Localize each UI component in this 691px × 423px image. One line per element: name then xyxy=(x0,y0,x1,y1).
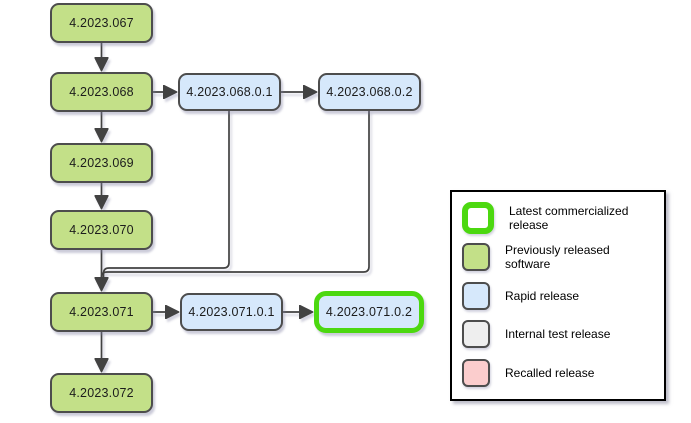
node-4-2023-068-0-1: 4.2023.068.0.1 xyxy=(178,73,281,111)
node-4-2023-071: 4.2023.071 xyxy=(50,292,153,332)
legend-item-latest-commercialized: Latest commercialized release xyxy=(462,202,654,234)
node-4-2023-071-0-2-latest: 4.2023.071.0.2 xyxy=(314,291,424,333)
legend-swatch-latest-commercialized xyxy=(462,202,494,234)
legend-swatch-recalled-release xyxy=(462,359,490,388)
node-4-2023-068: 4.2023.068 xyxy=(50,72,153,112)
legend-label-rapid-release: Rapid release xyxy=(505,288,580,303)
legend-item-recalled-release: Recalled release xyxy=(462,358,654,388)
legend-item-previously-released: Previously released software xyxy=(462,242,654,272)
legend-swatch-previously-released xyxy=(462,242,490,271)
legend-label-internal-test-release: Internal test release xyxy=(505,327,611,342)
legend-swatch-internal-test-release xyxy=(462,320,490,349)
node-4-2023-070: 4.2023.070 xyxy=(50,210,153,250)
legend-item-internal-test-release: Internal test release xyxy=(462,320,654,350)
node-4-2023-068-0-2: 4.2023.068.0.2 xyxy=(318,73,421,111)
legend-label-previously-released: Previously released software xyxy=(505,242,610,271)
legend-label-latest-commercialized: Latest commercialized release xyxy=(509,204,629,232)
node-4-2023-069: 4.2023.069 xyxy=(50,143,153,183)
node-4-2023-067: 4.2023.067 xyxy=(50,3,153,43)
legend-label-recalled-release: Recalled release xyxy=(505,366,595,381)
legend-swatch-rapid-release xyxy=(462,281,490,310)
edge-068-0-2-merge-071 xyxy=(100,110,370,283)
node-4-2023-072: 4.2023.072 xyxy=(50,373,153,413)
node-4-2023-071-0-1: 4.2023.071.0.1 xyxy=(180,293,283,331)
legend: Latest commercialized release Previously… xyxy=(450,190,666,401)
legend-item-rapid-release: Rapid release xyxy=(462,281,654,311)
edge-068-0-1-merge-071 xyxy=(102,110,230,281)
